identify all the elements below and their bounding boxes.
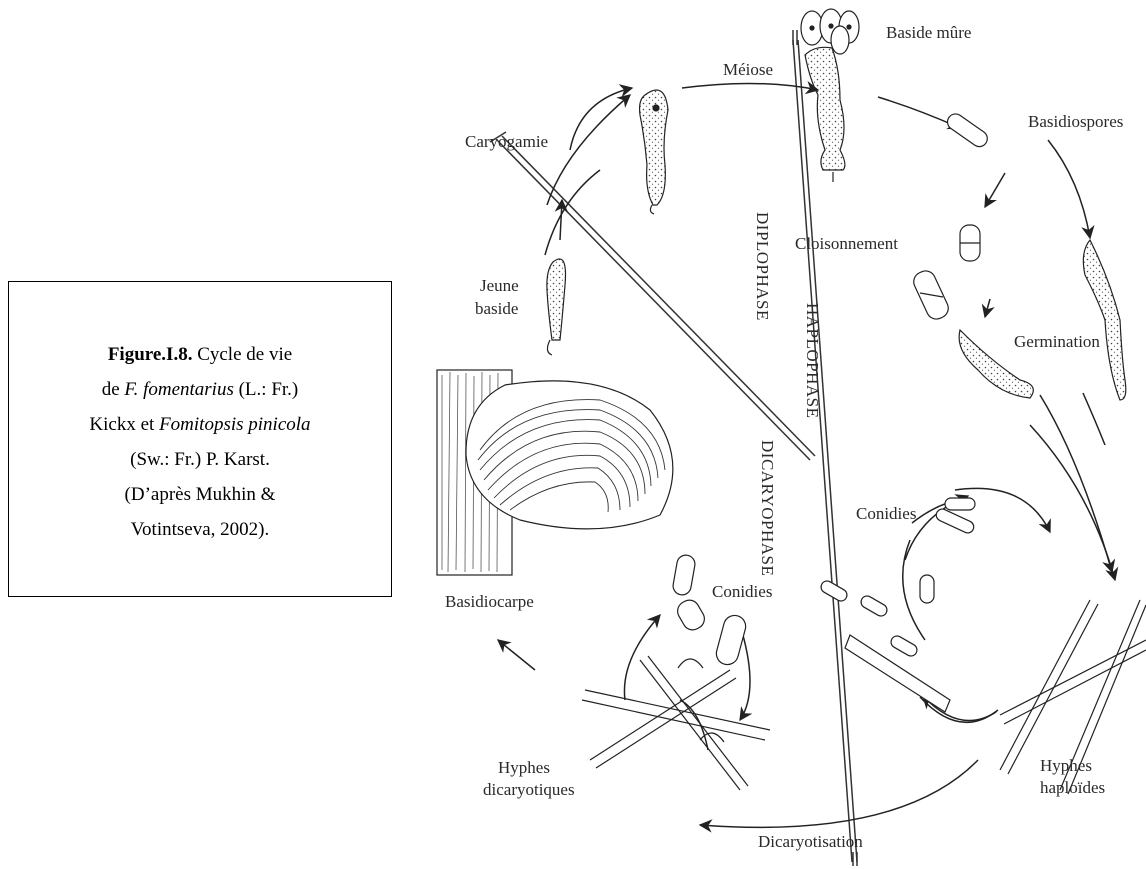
young-basidium-illustration	[547, 259, 566, 355]
label-hyphes-haploides-1: Hyphes	[1040, 756, 1092, 775]
label-hyphes-haploides-2: haploïdes	[1040, 778, 1105, 797]
dikaryotic-hyphae-illustration	[582, 656, 770, 790]
label-dicaryotisation: Dicaryotisation	[758, 832, 863, 851]
label-conidies-left: Conidies	[712, 582, 772, 601]
basidiocarp-illustration	[437, 370, 673, 575]
label-baside: baside	[475, 299, 518, 318]
label-meiose: Méiose	[723, 60, 773, 79]
germinating-spores-illustration	[959, 240, 1126, 400]
label-basidiocarpe: Basidiocarpe	[445, 592, 534, 611]
label-germination: Germination	[1014, 332, 1100, 351]
label-caryogamie: Caryogamie	[465, 132, 548, 151]
caryogamy-basidium-illustration	[640, 90, 668, 214]
basidiospores-illustration	[910, 111, 990, 322]
haploid-conidia-illustration	[819, 498, 976, 712]
label-diplophase: DIPLOPHASE	[753, 212, 772, 321]
dikaryotic-conidia-illustration	[672, 554, 748, 667]
label-hyphes-dicaryotiques-2: dicaryotiques	[483, 780, 575, 799]
label-basidiospores: Basidiospores	[1028, 112, 1123, 131]
label-baside-mure: Baside mûre	[886, 23, 971, 42]
label-conidies-right: Conidies	[856, 504, 916, 523]
label-hyphes-dicaryotiques-1: Hyphes	[498, 758, 550, 777]
label-jeune: Jeune	[480, 276, 519, 295]
label-dicaryophase: DICARYOPHASE	[758, 440, 777, 576]
label-cloisonnement: Cloisonnement	[795, 234, 898, 253]
label-haplophase: HAPLOPHASE	[803, 303, 822, 419]
mature-basidium-illustration	[801, 9, 859, 182]
